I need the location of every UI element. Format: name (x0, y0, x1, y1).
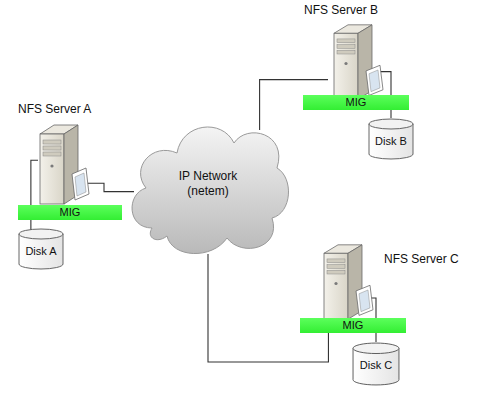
node-label: Disk A (25, 245, 56, 258)
nfs-server: NFS Server A (34, 122, 92, 207)
node-label: MIG (346, 96, 367, 109)
server-label: NFS Server C (384, 252, 459, 266)
mig-bar: MIG (18, 205, 122, 220)
node-label: Disk C (360, 359, 392, 372)
node-label: IP Network (netem) (167, 169, 249, 199)
disk-node: Disk C (352, 342, 400, 386)
server-label: NFS Server A (18, 102, 91, 116)
network-cloud: IP Network (netem) (122, 108, 294, 260)
node-label: MIG (343, 319, 364, 332)
mig-bar: MIG (300, 318, 406, 333)
network-link (208, 254, 328, 362)
mig-bar: MIG (303, 95, 409, 110)
server-label: NFS Server B (304, 3, 378, 17)
server-icon (318, 242, 376, 322)
network-link (84, 183, 134, 191)
nfs-server: NFS Server B (328, 22, 386, 102)
disk-node: Disk A (18, 228, 64, 270)
nfs-server: NFS Server C (318, 242, 376, 322)
node-label: Disk B (375, 135, 407, 148)
server-icon (34, 122, 92, 207)
server-icon (328, 22, 386, 102)
node-label: MIG (60, 206, 81, 219)
disk-node: Disk B (368, 118, 414, 160)
